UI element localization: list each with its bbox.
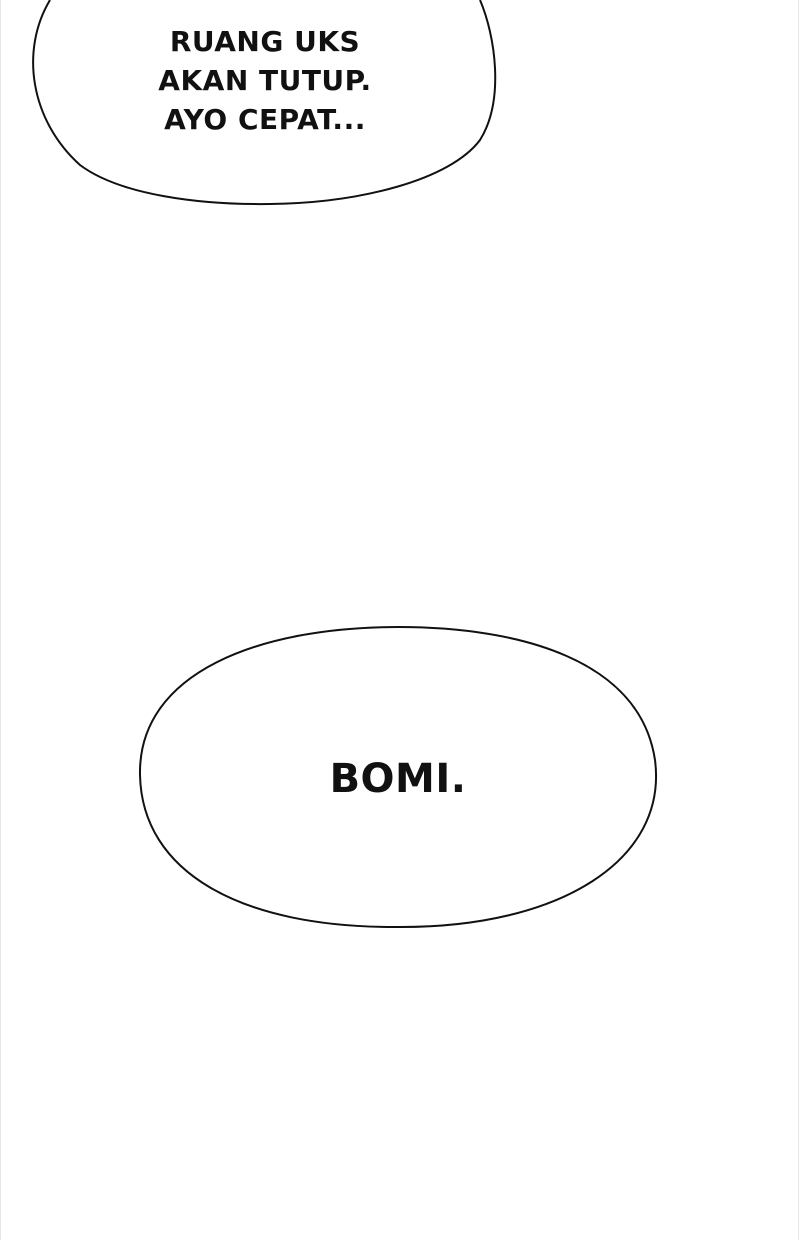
speech-bubble-1-text: RUANG UKS AKAN TUTUP. AYO CEPAT... bbox=[120, 22, 410, 139]
panel-right-edge bbox=[798, 0, 799, 1240]
speech-line: RUANG UKS bbox=[169, 25, 361, 58]
speech-line: BOMI. bbox=[329, 756, 467, 802]
speech-bubble-2-text: BOMI. bbox=[280, 754, 516, 804]
speech-line: AYO CEPAT... bbox=[164, 103, 366, 136]
speech-line: AKAN TUTUP. bbox=[158, 64, 372, 97]
panel-left-edge bbox=[0, 0, 1, 1240]
